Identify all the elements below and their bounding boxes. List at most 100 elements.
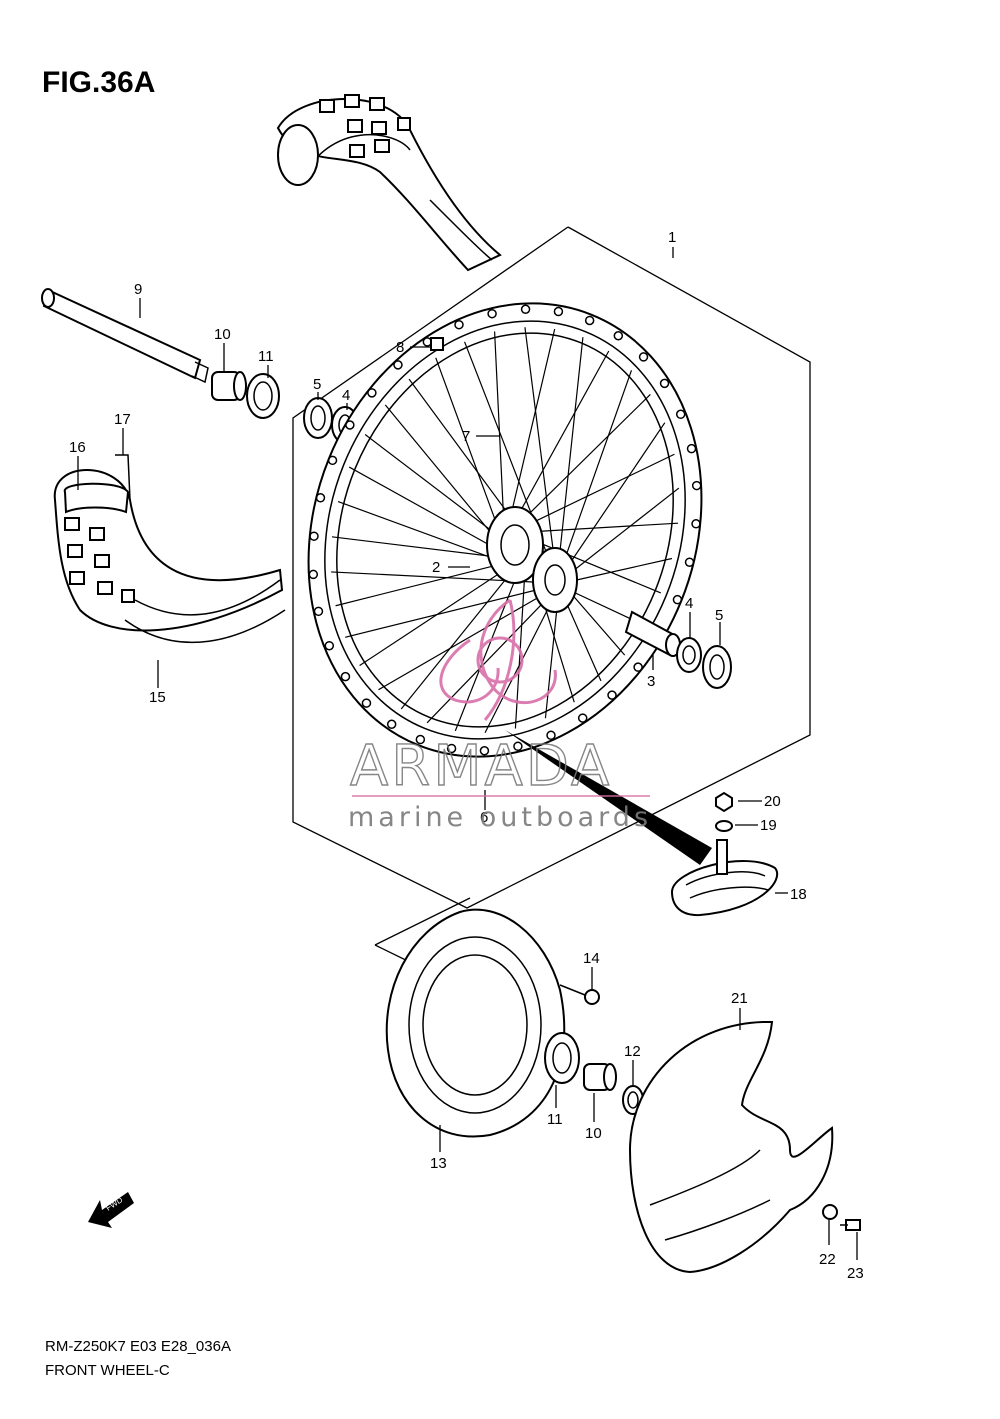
spoke [514,557,527,729]
callout-16: 16 [69,439,86,456]
rim-band-part [63,482,130,514]
callout-2: 2 [432,559,440,576]
callout-22: 22 [819,1251,836,1268]
rim-hole [446,743,457,754]
tire-front-part [53,469,286,644]
spoke [348,466,503,553]
watermark: ARMADA marine outboards [348,598,652,833]
callout-23: 23 [847,1265,864,1282]
tire-rear-part [276,94,502,272]
rim-hole [513,741,523,752]
rim-hole [386,719,397,730]
rim-hole [546,730,556,741]
disc-box-top-line [374,897,471,946]
spoke-nipple-part [430,337,444,351]
rim-hole [479,745,490,756]
callout-6: 6 [480,809,488,826]
callout-9: 9 [134,281,142,298]
brake-disc-part [385,908,566,1138]
rim-hole [309,531,319,541]
rim-hole [607,690,617,700]
rim-hole [553,306,564,317]
spoke [435,357,503,539]
watermark-tagline: marine outboards [348,802,652,833]
callout-labels: 1 2 3 4 4 5 5 6 7 8 9 10 10 11 11 12 13 … [69,229,864,1282]
callout-4-left: 4 [342,387,350,404]
rim-hole [577,713,588,723]
callout-1: 1 [668,229,676,246]
callout-11-bottom: 11 [547,1111,563,1128]
valve-washer-part [715,820,733,832]
collar-part-bottom [583,1063,617,1091]
spoke [560,370,633,569]
rim-hole [454,319,464,330]
spoke [484,594,556,734]
assembly-box [292,226,811,909]
inner-tube-part [670,839,778,917]
spoke [557,337,584,566]
spoke [345,586,547,638]
callout-11-top: 11 [258,348,274,365]
rim-hole [584,315,595,326]
callout-13: 13 [430,1155,447,1172]
spoke [384,404,502,546]
rim-hole [393,360,403,370]
hub-part [486,506,578,613]
axle-part [41,288,209,384]
callout-7: 7 [462,428,470,445]
spoke [563,422,666,573]
watermark-brand: ARMADA [350,734,612,799]
callout-8: 8 [396,339,404,356]
seal-part-right [702,645,732,689]
rim-hole [659,378,670,389]
spoke [378,590,549,691]
disc-cover-part [628,1020,834,1274]
spoke [544,594,560,719]
collar-part-top [211,371,247,401]
rim-hole [672,594,683,605]
spoke [525,522,679,533]
rim-hole [415,734,426,745]
rim-hole [487,308,497,319]
bearing-part-right [676,637,702,673]
seal-part-left [303,397,333,439]
rim-hole [308,569,319,580]
valve-pointer [505,730,712,865]
callout-14: 14 [583,950,600,967]
spoke [400,564,518,710]
rim-hole [638,352,649,362]
spoke [521,453,675,529]
rim-hole [686,443,697,454]
rim-flap-part [115,454,131,501]
rim-hole [691,480,702,491]
spoke [564,487,680,578]
rim-hole [675,409,686,420]
cover-bolt-part [840,1219,861,1231]
callout-19: 19 [760,817,777,834]
callout-5-right: 5 [715,607,723,624]
disc-bolt-part [559,984,600,1005]
rim-hole [520,304,531,315]
rim-hole [345,420,355,430]
callout-21: 21 [731,990,748,1007]
rim-hole [684,557,695,567]
rim-hole [340,671,351,682]
watermark-logo-icon [439,598,557,721]
rim-hole [367,388,377,398]
spoke [335,561,509,607]
callout-18: 18 [790,886,807,903]
rim-hole [633,662,643,672]
spoke [512,350,610,526]
rim-hole [361,698,372,708]
figure-title: FIG.36A [42,66,155,99]
cover-washer-part [822,1204,838,1220]
rim-hole [613,330,624,341]
wheel-spokes [308,304,702,756]
callout-12: 12 [624,1043,641,1060]
rim-hole [315,493,326,503]
spoke [507,329,556,528]
spoke [527,537,661,594]
callout-17: 17 [114,411,131,428]
leader-lines [77,247,858,1260]
